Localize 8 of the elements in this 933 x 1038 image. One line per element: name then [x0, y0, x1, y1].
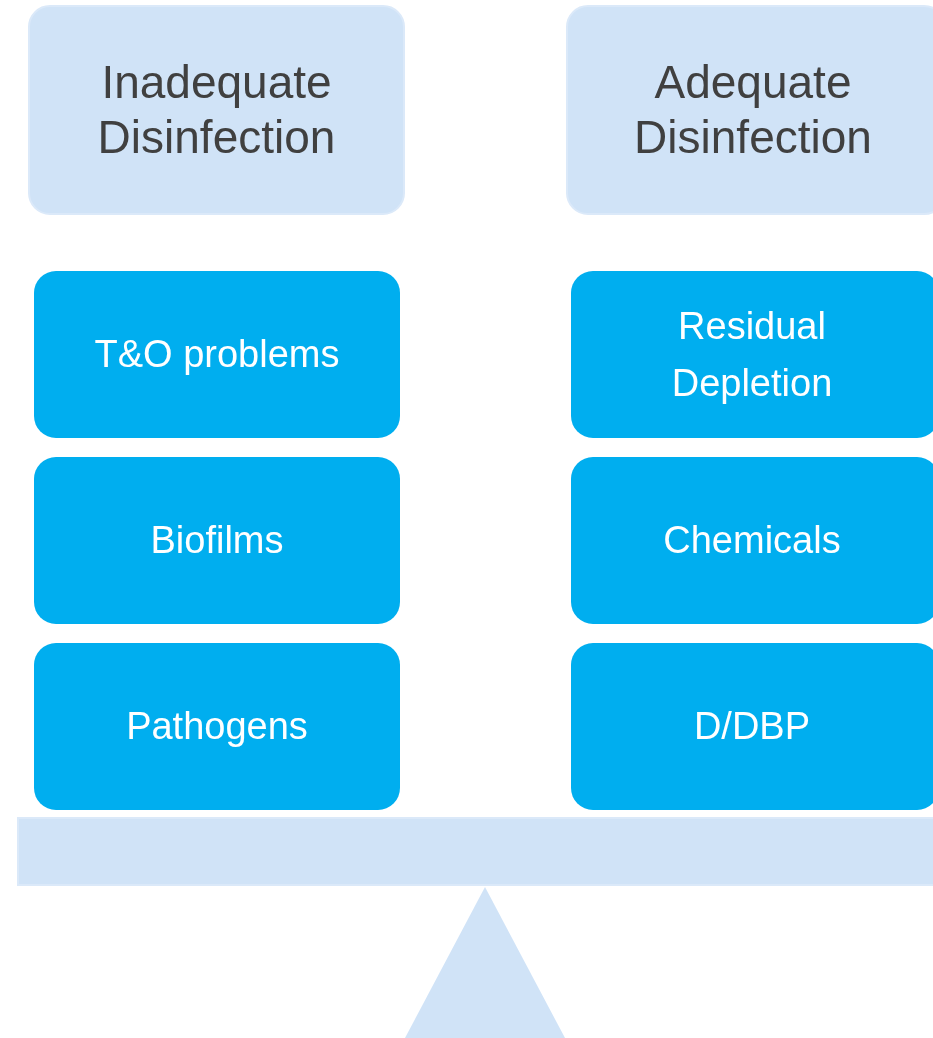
factor-box: Pathogens	[34, 643, 400, 810]
category-heading: Inadequate Disinfection	[28, 5, 405, 215]
factor-box: Chemicals	[571, 457, 933, 624]
factor-box: T&O problems	[34, 271, 400, 438]
category-heading: Adequate Disinfection	[566, 5, 933, 215]
factor-box: D/DBP	[571, 643, 933, 810]
factor-box: Residual Depletion	[571, 271, 933, 438]
factor-box: Biofilms	[34, 457, 400, 624]
